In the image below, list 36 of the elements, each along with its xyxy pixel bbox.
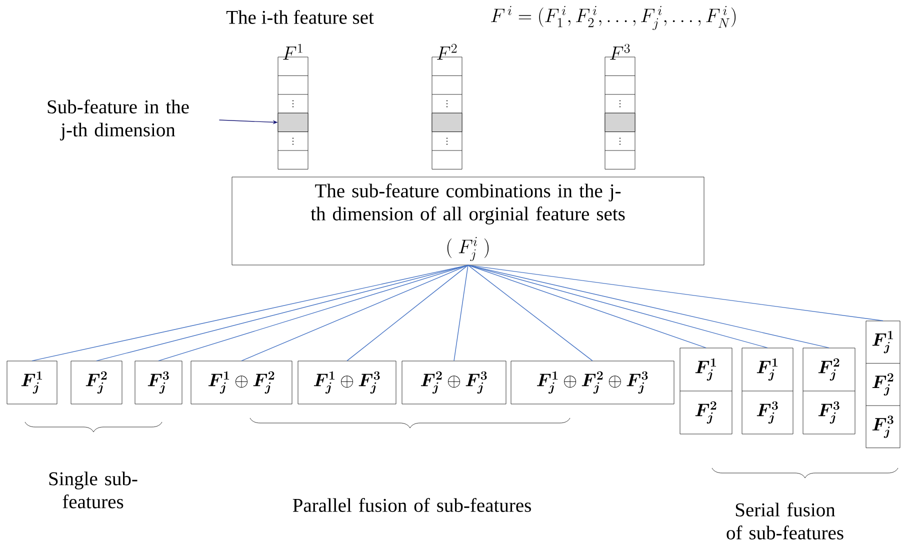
feature-box: $\bm{F_j^{1}} \oplus \bm{F_j^{2}}$ <box>190 360 292 404</box>
connector-line <box>346 264 468 362</box>
feature-column: $F^{3}$ <box>604 44 636 170</box>
connector-line <box>468 264 768 348</box>
formula: $F^{\,i}=(F_1^{\,i},F_2^{\,i},\ldots,F_j^{\,i},\ldots,F_N^{\,i})$ <box>491 6 736 30</box>
node-label: $F^{3}$ <box>610 44 630 60</box>
connector-line <box>468 264 706 348</box>
connector-line <box>454 264 468 362</box>
group-label: Single sub-features <box>49 472 138 508</box>
highlighted-cell <box>432 112 462 132</box>
group-label: Serial fusion of sub-features <box>726 502 844 540</box>
highlighted-cell <box>604 112 636 132</box>
connector-line <box>158 264 468 362</box>
serial-fusion-box: $\bm{F_j^{1}}$ $\bm{F_j^{2}}$ <box>680 348 732 434</box>
feature-column: $F^{2}$ <box>432 44 462 170</box>
highlighted-cell <box>278 112 308 132</box>
feature-box: $\bm{F_j^{1}} \oplus \bm{F_j^{2}} \oplus \bm{F_j^{3}}$ <box>510 360 674 404</box>
feature-box: $\bm{F_j^{2}} \oplus \bm{F_j^{3}}$ <box>402 360 506 404</box>
connector-line <box>468 264 830 348</box>
connector-line <box>468 264 593 362</box>
combination-box: The sub-feature combinations in the j-th dimension of all orginial feature sets $(\;F_j^i\;)$ <box>232 176 704 266</box>
group-label: Parallel fusion of sub-features <box>292 498 531 512</box>
connector-line <box>241 264 468 362</box>
title: The i-th feature set <box>226 10 374 24</box>
feature-box: $\bm{F_j^{2}}$ <box>70 360 122 404</box>
node-label: $F^{2}$ <box>437 44 457 60</box>
feature-box: $\bm{F_j^{1}}$ <box>6 360 58 404</box>
annotation-text: Sub-feature in the j-th dimension <box>48 100 189 140</box>
serial-fusion-box: $\bm{F_j^{1}}$ $\bm{F_j^{2}}$ $\bm{F_j^{3}}$ <box>866 320 900 448</box>
connector-line <box>468 264 884 322</box>
feature-box: $\bm{F_j^{1}} \oplus \bm{F_j^{3}}$ <box>298 360 396 404</box>
serial-fusion-box: $\bm{F_j^{1}}$ $\bm{F_j^{3}}$ <box>742 348 794 434</box>
node-label: $F^{1}$ <box>283 44 302 60</box>
feature-column: $F^{1}$ <box>278 44 308 170</box>
feature-box: $\bm{F_j^{3}}$ <box>134 360 182 404</box>
serial-fusion-box: $\bm{F_j^{2}}$ $\bm{F_j^{3}}$ <box>802 348 856 434</box>
